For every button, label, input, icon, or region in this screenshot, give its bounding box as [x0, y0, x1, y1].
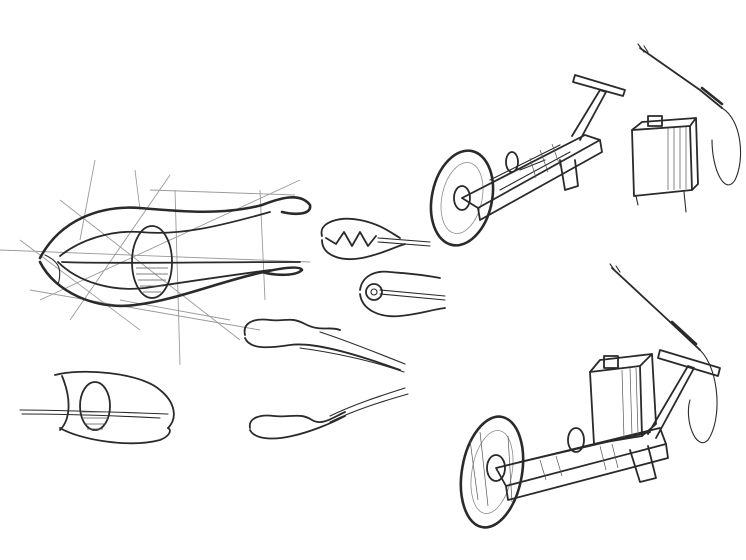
- sprayer-cart-perspective: [459, 263, 721, 529]
- tank: [589, 353, 657, 445]
- spray-wand: [637, 43, 742, 186]
- tongs-closed: [248, 387, 409, 440]
- clamp-concept-small: [19, 370, 175, 445]
- tank: [631, 115, 699, 213]
- sprayer-cart-angled: [429, 43, 742, 247]
- spray-wand: [609, 263, 718, 443]
- tongs-open: [243, 318, 406, 373]
- handle: [647, 349, 721, 439]
- frame: [461, 134, 603, 221]
- clamp-detail-mid-right: [359, 270, 446, 318]
- clamp-pivot: [131, 225, 173, 299]
- clamp-detail-top-right: [320, 217, 431, 260]
- clamp-outline: [38, 196, 312, 308]
- wheel: [459, 415, 525, 529]
- clamp-concept-large: [0, 159, 312, 366]
- wheel: [429, 149, 495, 247]
- handle: [571, 74, 626, 141]
